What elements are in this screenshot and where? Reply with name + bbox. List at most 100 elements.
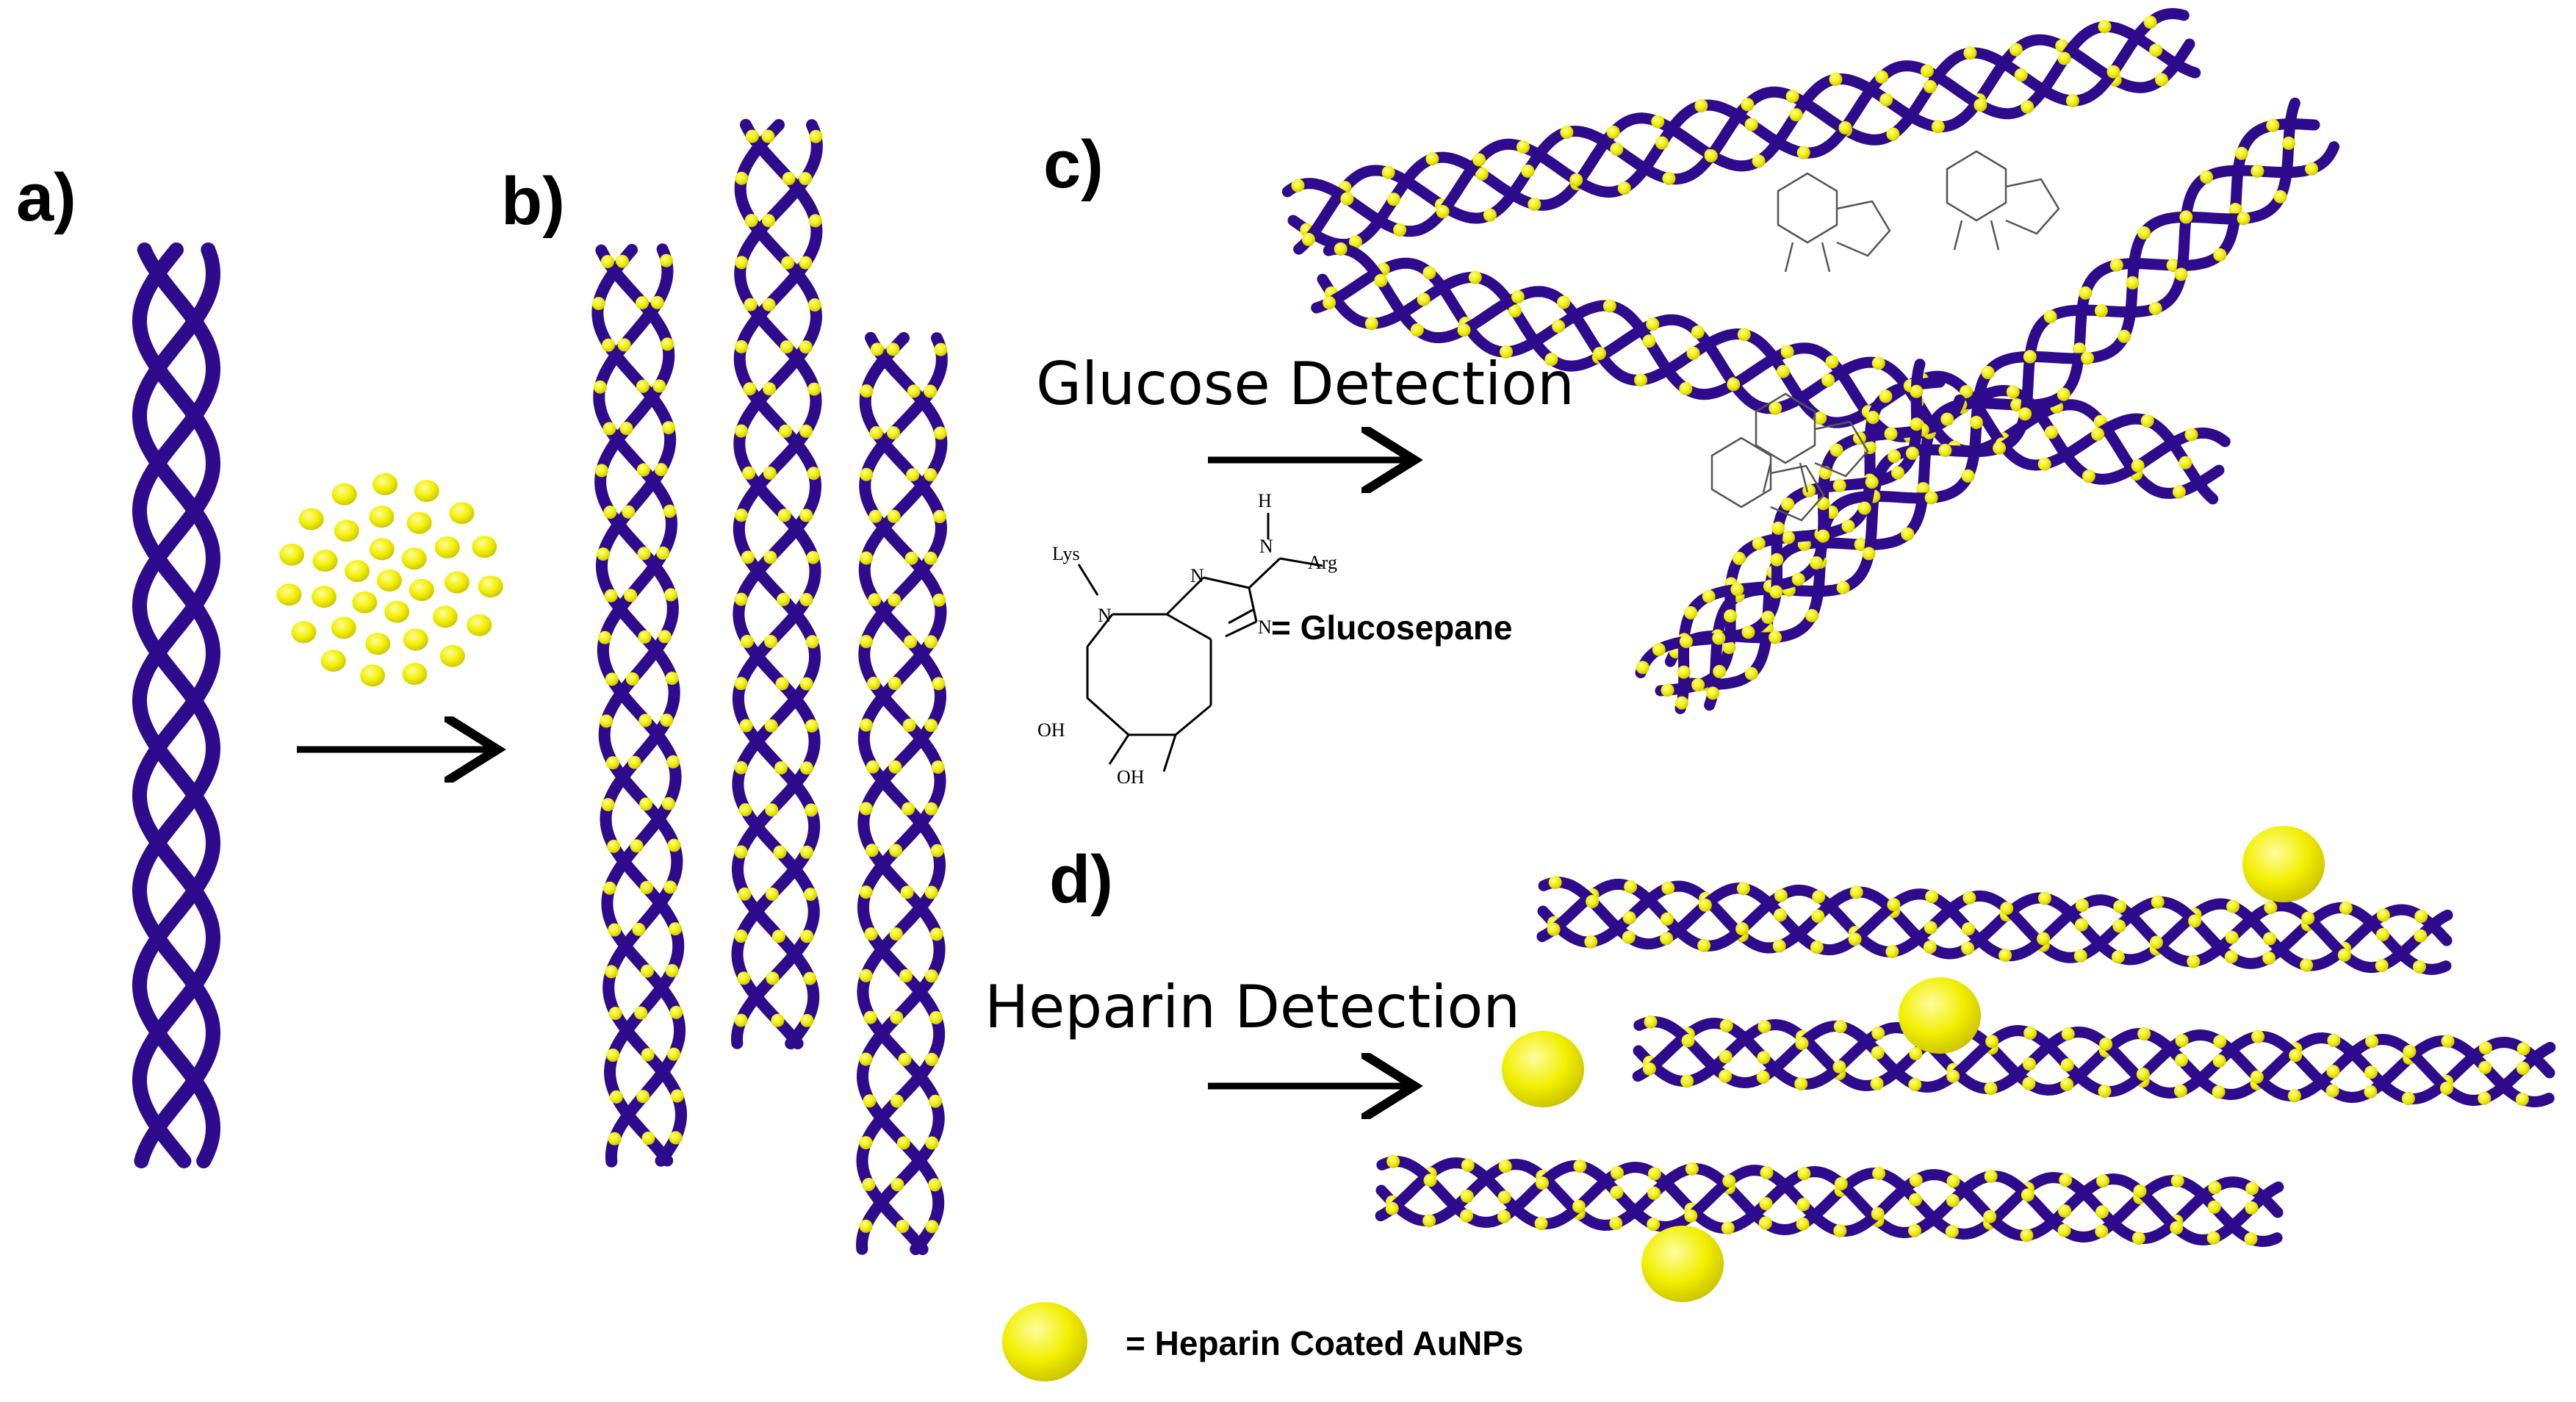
gold-nanoparticle [2073, 949, 2087, 963]
gold-nanoparticle [1722, 1174, 1736, 1188]
collagen-fibril-decorated-3 [855, 331, 948, 1256]
gold-nanoparticle [2065, 94, 2079, 107]
gold-nanoparticle [312, 586, 337, 608]
gold-nanoparticle [1547, 922, 1561, 936]
gold-nanoparticle [889, 844, 903, 858]
gold-nanoparticle [1602, 299, 1616, 313]
gold-nanoparticle [1528, 198, 1541, 211]
gold-nanoparticle [602, 881, 616, 895]
gold-nanoparticle [889, 927, 903, 941]
gold-nanoparticle [432, 605, 458, 628]
gold-nanoparticle [664, 588, 678, 602]
gold-nanoparticle [373, 473, 398, 495]
gold-nanoparticle [630, 839, 644, 853]
gold-nanoparticle [2234, 146, 2248, 160]
gold-nanoparticle [886, 342, 900, 356]
gold-nanoparticle [2009, 43, 2023, 57]
gold-nanoparticle [740, 635, 754, 648]
gold-nanoparticle [924, 885, 938, 899]
gold-nanoparticle [2137, 226, 2151, 240]
gold-nanoparticle [2140, 414, 2154, 428]
gold-nanoparticle [1833, 1224, 1847, 1237]
gold-nanoparticle [1593, 347, 1606, 361]
atom-n-bridge: N [1190, 565, 1204, 586]
gold-nanoparticle [2244, 1232, 2258, 1246]
gold-nanoparticle [276, 583, 302, 606]
gold-nanoparticle [763, 466, 777, 480]
gold-nanoparticle [1960, 385, 1974, 398]
collagen-strand [132, 242, 221, 1168]
gold-nanoparticle [2073, 342, 2087, 356]
gold-nanoparticle [669, 922, 682, 936]
gold-nanoparticle [1884, 427, 1898, 441]
gold-nanoparticle [1916, 482, 1930, 496]
collagen-strand [132, 242, 221, 1168]
gold-nanoparticle [312, 550, 338, 572]
gold-nanoparticle [2060, 1077, 2074, 1091]
gold-nanoparticle [1925, 890, 1939, 904]
gold-nanoparticle [1796, 1198, 1810, 1212]
gold-nanoparticle [663, 504, 677, 518]
gold-nanoparticle [2143, 15, 2157, 29]
gold-nanoparticle [2206, 1231, 2220, 1245]
gold-nanoparticle [868, 509, 882, 523]
gold-nanoparticle [1962, 922, 1975, 936]
gold-nanoparticle [2091, 427, 2105, 441]
gold-nanoparticle [659, 254, 673, 267]
gold-nanoparticle [638, 713, 652, 727]
gold-nanoparticle [2339, 901, 2353, 915]
gold-nanoparticle [608, 1007, 622, 1021]
gold-nanoparticle [809, 129, 823, 143]
gold-nanoparticle [1679, 635, 1693, 648]
gold-nanoparticle [1825, 355, 1839, 369]
gold-nanoparticle [765, 887, 779, 901]
gold-nanoparticle [924, 719, 938, 733]
gold-nanoparticle [1569, 173, 1583, 187]
gold-nanoparticle [902, 719, 916, 732]
gold-nanoparticle [1552, 320, 1566, 334]
gold-nanoparticle [601, 798, 615, 812]
gold-nanoparticle [739, 719, 753, 733]
gold-nanoparticle [1871, 1046, 1885, 1060]
gold-nanoparticle [603, 506, 617, 520]
gold-nanoparticle [1646, 317, 1660, 331]
gold-nanoparticle [1780, 345, 1794, 359]
gold-nanoparticle [799, 172, 813, 186]
gold-nanoparticle [2079, 286, 2093, 300]
gold-nanoparticle [860, 384, 874, 398]
gold-nanoparticle [929, 1011, 943, 1024]
gold-nanoparticle [1713, 664, 1727, 678]
gold-nanoparticle [2081, 351, 2095, 365]
gold-nanoparticle [1291, 179, 1305, 193]
gold-nanoparticle [1836, 580, 1850, 594]
crosslink-sketches [1710, 150, 2060, 522]
gold-nanoparticle [1624, 880, 1638, 894]
gold-nanoparticle [1364, 317, 1378, 331]
gold-nanoparticle [298, 508, 324, 531]
gold-nanoparticle [667, 1047, 681, 1061]
gold-nanoparticle [2037, 891, 2051, 905]
gold-nanoparticle [929, 927, 943, 941]
gold-nanoparticle [1508, 304, 1522, 317]
gold-nanoparticle [907, 384, 921, 398]
gold-nanoparticle [1461, 1158, 1475, 1172]
gold-nanoparticle [2266, 118, 2280, 132]
gold-nanoparticle [2037, 932, 2051, 946]
gold-nanoparticle [402, 663, 428, 685]
gold-nanoparticle [2170, 1174, 2184, 1187]
gold-nanoparticle [345, 560, 370, 583]
gold-nanoparticle [1647, 1218, 1661, 1232]
gold-nanoparticle [409, 578, 434, 601]
gold-nanoparticle [1830, 443, 1843, 457]
gold-nanoparticle [467, 614, 492, 636]
gold-nanoparticle [1910, 417, 1924, 431]
gold-nanoparticle [1945, 1225, 1959, 1239]
gold-nanoparticle [1985, 1035, 1999, 1049]
gold-nanoparticle [777, 592, 791, 606]
gold-nanoparticle [2173, 1084, 2187, 1098]
gold-nanoparticle [639, 797, 653, 811]
gold-nanoparticle [1832, 1060, 1846, 1074]
gold-nanoparticle [625, 672, 639, 686]
gold-nanoparticle [2213, 1035, 2227, 1049]
gold-nanoparticle [2133, 1184, 2147, 1198]
